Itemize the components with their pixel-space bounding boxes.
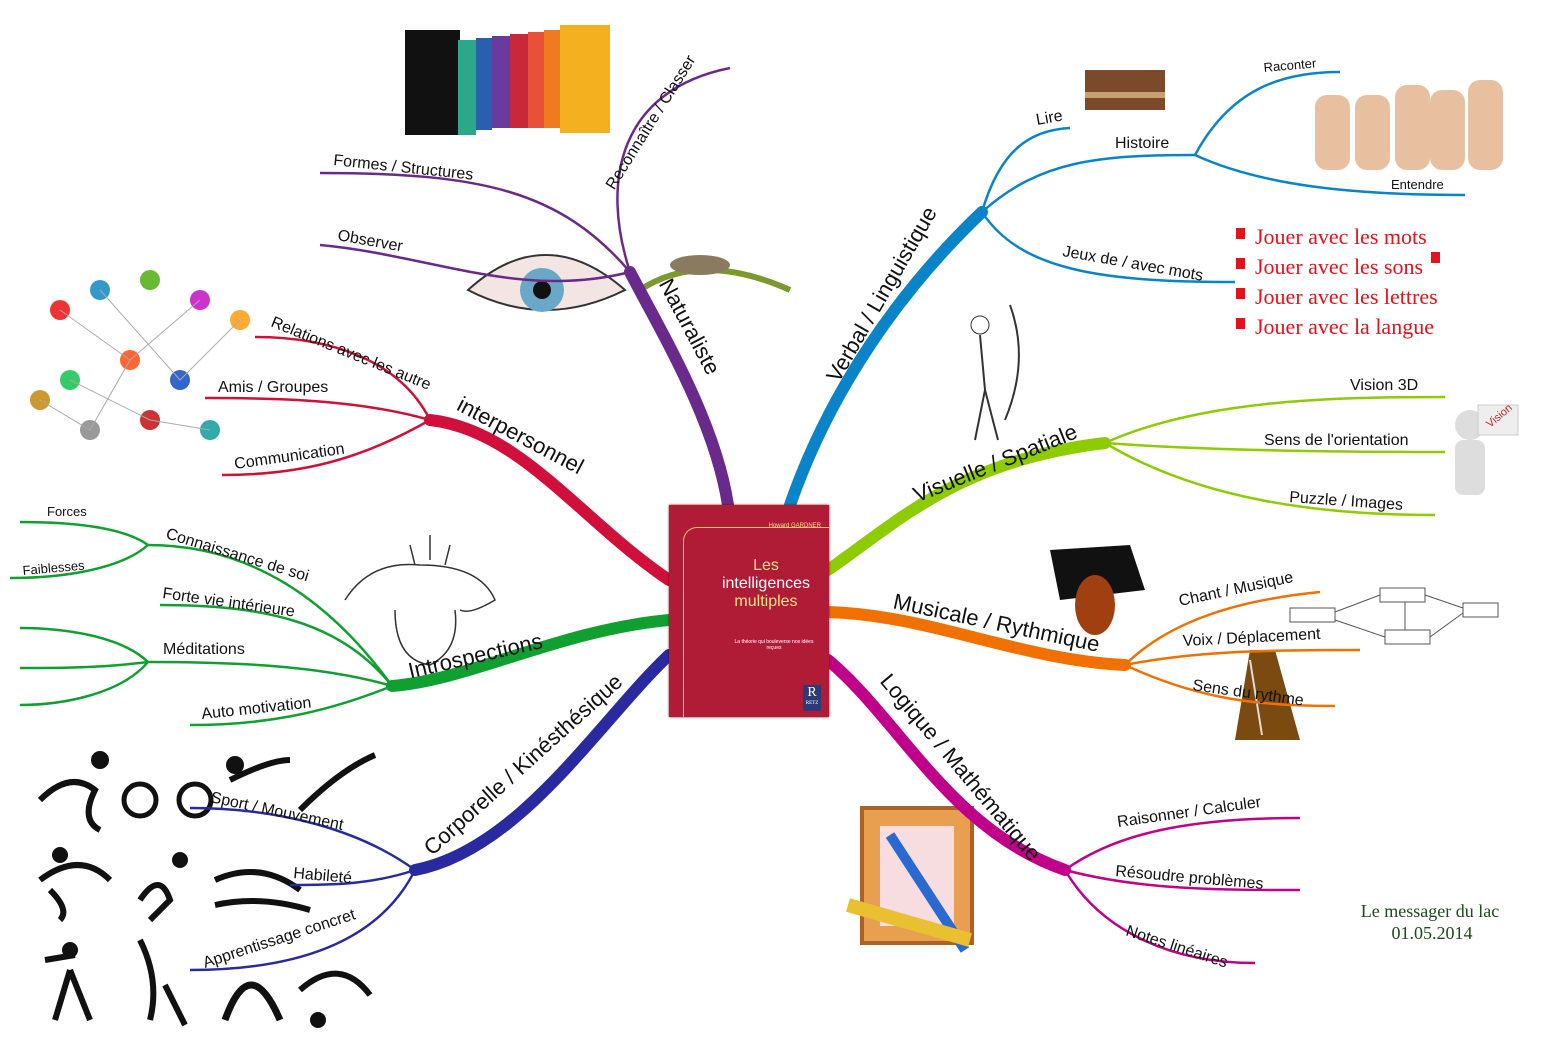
interpersonnel-branch bbox=[424, 414, 675, 586]
note-item: Jouer avec les sons bbox=[1255, 254, 1423, 279]
note-icon bbox=[1236, 288, 1245, 299]
auto-motivation-label: Auto motivation bbox=[201, 695, 312, 723]
red-notes-list: Jouer avec les mots Jouer avec les sons … bbox=[1236, 224, 1440, 339]
naturaliste-branch bbox=[624, 266, 734, 511]
sub-branches bbox=[9, 66, 1466, 972]
sens-orientation-label: Sens de l'orientation bbox=[1264, 432, 1408, 449]
lire-label: Lire bbox=[1035, 108, 1064, 129]
puzzle-images-label: Puzzle / Images bbox=[1289, 489, 1404, 514]
verbal-label: Verbal / Linguistique bbox=[821, 202, 942, 386]
verbal-branch bbox=[784, 206, 988, 511]
metronome-image bbox=[1235, 650, 1300, 740]
meditating-head-image bbox=[344, 535, 496, 666]
note-item: Jouer avec la langue bbox=[1255, 314, 1434, 339]
sport-pictograms-image bbox=[37, 751, 377, 1028]
central-book-cover: Howard GARDNER Les intelligences multipl… bbox=[669, 505, 829, 717]
ruler-pencil-frame-image bbox=[846, 806, 974, 953]
books-image bbox=[1085, 70, 1165, 110]
book-title: Les intelligences multiples bbox=[711, 557, 821, 611]
forces-label: Forces bbox=[47, 504, 87, 519]
faiblesses-label: Faiblesses bbox=[22, 558, 86, 578]
people-network-image bbox=[30, 270, 250, 440]
book-title-line: Les bbox=[753, 557, 779, 574]
introspections-label: Introspections bbox=[406, 628, 545, 683]
book-subtitle: La théorie qui bouleverse nos idées reçu… bbox=[734, 639, 814, 651]
note-icon bbox=[1431, 252, 1440, 263]
corporelle-label: Corporelle / Kinésthésique bbox=[419, 669, 627, 860]
visuelle-branch bbox=[822, 437, 1111, 576]
note-item: Jouer avec les lettres bbox=[1255, 284, 1438, 309]
binders-image bbox=[405, 25, 610, 135]
introspections-branch bbox=[386, 614, 675, 692]
signature-date: 01.05.2014 bbox=[1392, 923, 1473, 943]
sport-mouvement-label: Sport / Mouvement bbox=[209, 789, 345, 834]
note-icon bbox=[1236, 318, 1245, 329]
entendre-label: Entendre bbox=[1391, 177, 1444, 192]
reconnaitre-classer-label: Reconnaître / Classer bbox=[603, 52, 700, 193]
signature-author: Le messager du lac bbox=[1361, 901, 1499, 921]
score-diagram-image bbox=[1289, 587, 1499, 645]
eye-image bbox=[466, 254, 627, 312]
vision-3d-label: Vision 3D bbox=[1350, 377, 1418, 394]
connaissance-soi-label: Connaissance de soi bbox=[164, 526, 311, 586]
note-icon bbox=[1236, 228, 1245, 239]
formes-structures-label: Formes / Structures bbox=[333, 152, 474, 184]
chant-musique-label: Chant / Musique bbox=[1177, 569, 1295, 610]
book-author: Howard GARDNER bbox=[768, 523, 821, 529]
voix-deplacement-label: Voix / Déplacement bbox=[1182, 626, 1321, 650]
piano-cello-image bbox=[1050, 545, 1145, 635]
musicale-branch bbox=[822, 606, 1131, 671]
book-frame bbox=[683, 527, 829, 717]
meditations-label: Méditations bbox=[163, 641, 245, 658]
hands-sign-language-image bbox=[1315, 80, 1503, 170]
forte-vie-interieure-label: Forte vie intérieure bbox=[161, 585, 296, 620]
habilete-label: Habileté bbox=[293, 865, 353, 887]
communication-label: Communication bbox=[233, 441, 345, 473]
note-item: Jouer avec les mots bbox=[1255, 224, 1427, 249]
notes-lineaires-label: Notes linéaires bbox=[1124, 923, 1230, 972]
corporelle-branch bbox=[409, 649, 675, 876]
logique-branch bbox=[822, 654, 1071, 876]
publisher-name: RETZ bbox=[805, 701, 819, 706]
book-title-line: intelligences bbox=[721, 575, 811, 592]
histoire-label: Histoire bbox=[1115, 135, 1169, 152]
puzzle-man-image: Vision bbox=[1455, 402, 1519, 495]
raconter-label: Raconter bbox=[1263, 55, 1318, 75]
note-icon bbox=[1236, 258, 1245, 269]
man-in-grass-image bbox=[638, 255, 792, 293]
book-title-line: multiples bbox=[734, 593, 798, 610]
amis-groupes-label: Amis / Groupes bbox=[218, 379, 328, 396]
archer-image bbox=[970, 304, 1020, 441]
